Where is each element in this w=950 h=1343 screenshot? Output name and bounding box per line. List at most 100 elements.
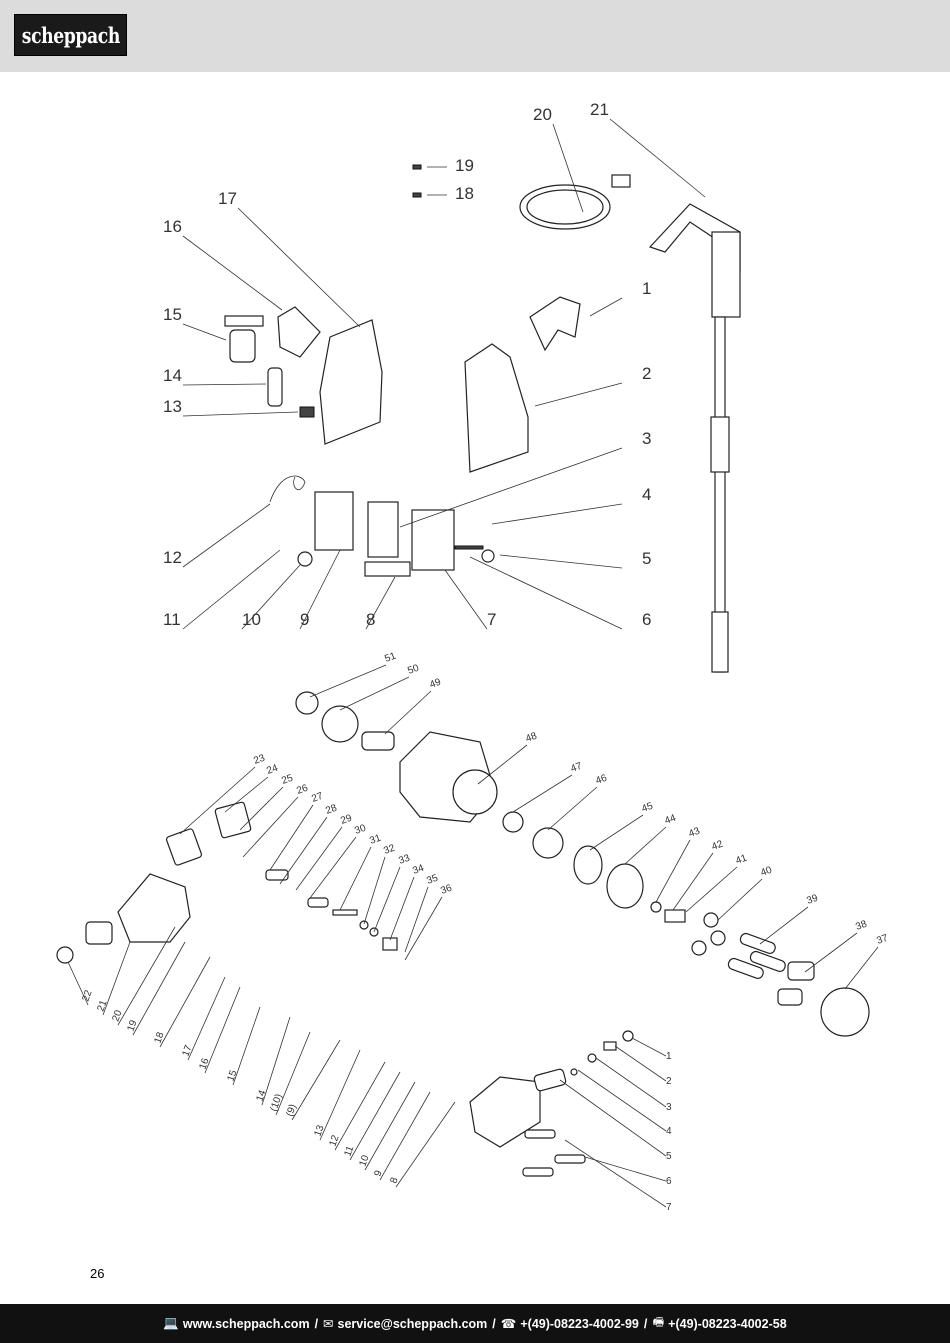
callout-label-pump-5: 28 [324, 803, 339, 817]
callout-label-top-5: 6 [642, 610, 651, 629]
leader-line [365, 576, 396, 630]
leader-line [584, 1156, 667, 1182]
pump-unit-icon [367, 501, 399, 558]
lance-grip-icon [710, 416, 730, 473]
callout-label-pump-20: 43 [687, 826, 702, 840]
callout-label-pump-21: 44 [663, 813, 678, 827]
callout-label-top-7: 8 [366, 610, 375, 629]
callout-label-pump-15: 38 [854, 919, 869, 933]
callout-label-pump-23: 46 [594, 773, 609, 787]
leader-line [512, 774, 573, 813]
leader-line [404, 896, 443, 961]
callout-label-valve-12: 12 [327, 1133, 341, 1148]
callout-label-pump-22: 45 [640, 801, 655, 815]
leader-line [559, 1079, 667, 1157]
leader-line [179, 766, 256, 835]
callout-label-pump-25: 48 [524, 731, 539, 745]
spring-30-icon [307, 897, 329, 908]
callout-label-valve-22: 6 [666, 1176, 672, 1187]
cover-24-icon [214, 801, 252, 839]
page-number: 26 [90, 1266, 105, 1281]
nut-icon [481, 549, 495, 563]
callout-label-top-4: 5 [642, 549, 651, 568]
footer-website[interactable]: www.scheppach.com [182, 1316, 310, 1331]
page-footer: 💻 www.scheppach.com / ✉ service@scheppac… [0, 1304, 950, 1343]
piston-39b-icon [749, 950, 786, 972]
callout-label-top-12: 13 [163, 397, 182, 416]
leader-line [117, 926, 176, 1026]
leader-line [389, 876, 415, 941]
cover-plate-icon [267, 367, 283, 407]
leader-line [477, 744, 528, 785]
leader-line [299, 549, 341, 630]
washer-32-icon [359, 920, 369, 930]
leader-line [102, 941, 131, 1016]
spring-seat-40c-icon [710, 930, 726, 946]
callout-label-pump-16: 39 [805, 893, 820, 907]
hose-coupling-icon [611, 174, 631, 188]
callout-label-valve-7: 15 [225, 1068, 239, 1083]
leader-line [364, 1081, 416, 1171]
callout-label-valve-0: 22 [80, 988, 94, 1003]
callout-label-valve-15: 9 [372, 1169, 384, 1178]
leader-line [319, 1049, 361, 1141]
gun-body-icon [711, 231, 741, 318]
callout-label-valve-16: 8 [388, 1176, 400, 1185]
callout-label-pump-17: 40 [759, 865, 774, 879]
leader-line [404, 886, 429, 953]
callout-label-pump-11: 34 [411, 863, 426, 877]
callout-label-pump-4: 27 [310, 791, 325, 805]
leader-line [499, 554, 623, 569]
leader-line [261, 1016, 291, 1106]
piston-39a-icon [739, 932, 776, 954]
leader-line [363, 856, 386, 925]
leader-line [589, 814, 644, 851]
callout-label-pump-24: 47 [569, 761, 584, 775]
swash-plate-44-icon [606, 863, 644, 909]
leader-line [182, 383, 267, 386]
fax-icon: 🖷 [652, 1315, 665, 1329]
callout-label-pump-2: 25 [280, 773, 295, 787]
leader-line [295, 826, 343, 891]
callout-label-valve-9: (10) [268, 1093, 284, 1113]
screw-19-icon [412, 164, 422, 170]
callout-label-pump-18: 41 [734, 853, 749, 867]
callout-label-valve-10: (9) [284, 1103, 299, 1118]
callout-label-top-16: 17 [218, 189, 237, 208]
callout-label-valve-5: 17 [180, 1043, 194, 1058]
callout-label-valve-17: 1 [666, 1051, 672, 1062]
leader-line [614, 1045, 667, 1082]
fitting-2-icon [603, 1041, 617, 1051]
leader-line [291, 1039, 341, 1121]
leader-line [672, 852, 714, 911]
callout-label-pump-14: 37 [875, 933, 890, 947]
callout-label-valve-20: 4 [666, 1126, 672, 1137]
spring-seat-40-icon [703, 912, 719, 928]
footer-email[interactable]: service@scheppach.com [337, 1316, 488, 1331]
leader-line [349, 1071, 401, 1161]
leader-line [309, 836, 357, 899]
cylinder-head-icon [117, 873, 191, 943]
callout-label-valve-1: 21 [95, 998, 109, 1013]
callout-label-pump-28: 51 [383, 651, 398, 665]
leader-line [187, 976, 226, 1061]
leader-line [339, 846, 372, 911]
callout-label-pump-9: 32 [382, 843, 397, 857]
rear-frame-icon [319, 319, 383, 445]
leader-line [182, 235, 283, 311]
leader-line [399, 447, 623, 528]
leader-line [384, 690, 432, 735]
callout-label-top-2: 3 [642, 429, 651, 448]
callout-label-pump-6: 29 [339, 813, 354, 827]
callout-label-valve-2: 20 [110, 1008, 124, 1023]
shaft-49-icon [361, 731, 395, 751]
leader-line [804, 932, 858, 973]
leader-line [269, 804, 314, 871]
ring-47-icon [502, 811, 524, 833]
bolt-27-icon [265, 869, 289, 881]
motor-assembly-icon [411, 509, 455, 571]
bottle-nozzle-icon [224, 315, 264, 327]
page-header: scheppach [0, 0, 950, 72]
leader-line [547, 786, 598, 831]
